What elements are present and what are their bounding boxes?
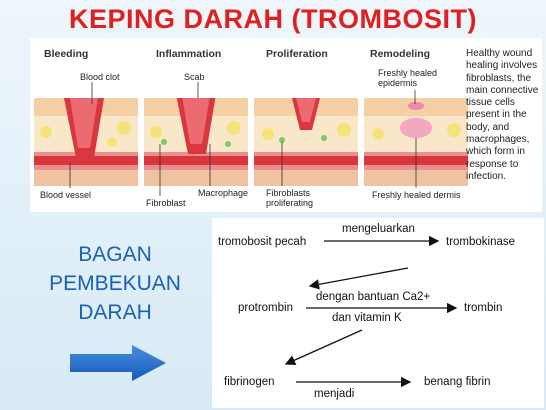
edge-label-mengeluarkan: mengeluarkan — [342, 223, 415, 235]
stage-label-proliferation: Proliferation — [266, 48, 328, 60]
stage-label-bleeding: Bleeding — [44, 48, 89, 60]
callout-fibroblasts-proliferating: Fibroblasts proliferating — [266, 188, 314, 208]
edge-label-menjadi: menjadi — [314, 388, 355, 400]
flow-arrows — [284, 235, 458, 388]
node-fibrinogen: fibrinogen — [224, 376, 275, 388]
node-benang-fibrin: benang fibrin — [424, 376, 491, 388]
wound-healing-description: Healthy wound healing involves fibroblas… — [466, 48, 539, 182]
callout-scab: Scab — [184, 72, 205, 82]
callout-fibroblast: Fibroblast — [146, 198, 186, 208]
bleeding-skin-illustration — [34, 98, 138, 186]
node-protrombin: protrombin — [238, 302, 293, 314]
coagulation-flow-box: tromobosit pecah mengeluarkan trombokina… — [212, 218, 544, 408]
stage-label-inflammation: Inflammation — [156, 48, 222, 60]
node-trombin: trombin — [464, 302, 503, 314]
edge-label-dengan-bantuan: dengan bantuan Ca2+ — [316, 291, 431, 303]
callout-blood-vessel: Blood vessel — [40, 190, 92, 200]
edge-label-vitamin-k: dan vitamin K — [332, 312, 402, 324]
callout-macrophage: Macrophage — [198, 188, 249, 198]
callout-freshly-healed-epidermis: Freshly healed epidermis — [378, 68, 438, 88]
stage-label-remodeling: Remodeling — [370, 48, 431, 60]
right-arrow-icon — [70, 345, 166, 381]
bagan-heading: BAGAN PEMBEKUAN DARAH — [49, 243, 181, 324]
inflammation-skin-illustration — [144, 98, 248, 186]
node-trombokinase: trombokinase — [446, 236, 516, 248]
proliferation-skin-illustration — [254, 98, 358, 186]
callout-blood-clot: Blood clot — [80, 72, 120, 82]
callout-freshly-healed-dermis: Freshly healed dermis — [372, 190, 461, 200]
callout-leader-lines — [69, 82, 417, 196]
page-title: KEPING DARAH (TROMBOSIT) — [69, 4, 477, 34]
node-tromobosit-pecah: tromobosit pecah — [218, 236, 307, 248]
wound-healing-panel: Bleeding Inflammation Proliferation Remo… — [30, 38, 542, 212]
